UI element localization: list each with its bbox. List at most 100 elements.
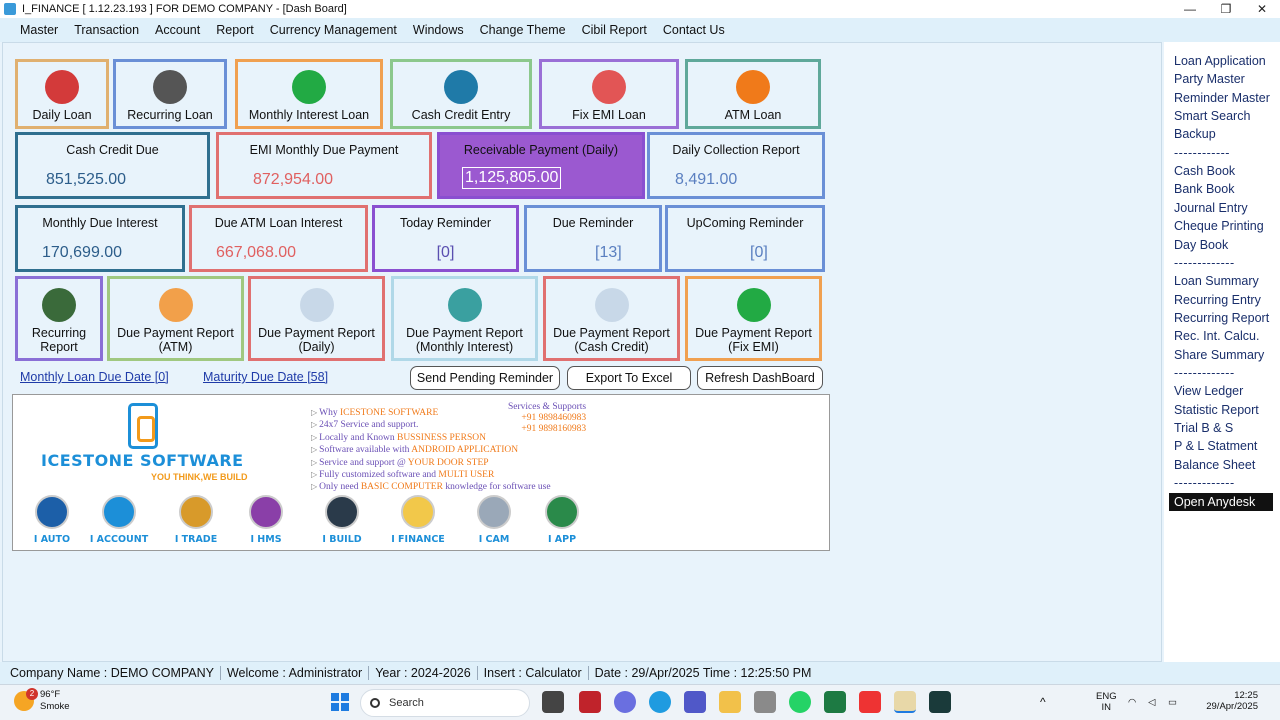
due-payment-report-atm-tile[interactable]: Due Payment Report (ATM) <box>107 276 244 361</box>
terminal-app-icon[interactable] <box>929 691 951 713</box>
wifi-icon[interactable]: ◠ <box>1128 697 1137 708</box>
daily-loan-tile[interactable]: Daily Loan <box>15 59 109 129</box>
due-payment-report-monthly-interest-tile[interactable]: Due Payment Report (Monthly Interest) <box>391 276 538 361</box>
money-hand-icon <box>45 70 79 104</box>
due-payment-report-fix-emi-tile[interactable]: Due Payment Report (Fix EMI) <box>685 276 822 361</box>
minimize-button[interactable]: — <box>1184 2 1196 16</box>
product-item[interactable]: I ACCOUNT <box>84 495 154 545</box>
fix-emi-loan-tile[interactable]: Fix EMI Loan <box>539 59 679 129</box>
teams-icon[interactable] <box>684 691 706 713</box>
due-payment-report-cash-credit-tile[interactable]: Due Payment Report (Cash Credit) <box>543 276 680 361</box>
sidebar-link[interactable]: Party Master <box>1174 72 1245 87</box>
maximize-button[interactable]: ❐ <box>1220 2 1232 16</box>
feature-text: Fully customized software and <box>319 470 439 481</box>
weather-widget[interactable]: 2 96°F Smoke <box>14 688 70 713</box>
menu-report[interactable]: Report <box>216 23 254 37</box>
monthly-loan-due-date-link[interactable]: Monthly Loan Due Date [0] <box>20 370 169 384</box>
sidebar-link[interactable]: Trial B & S <box>1174 421 1234 435</box>
calculator-app-icon[interactable] <box>754 691 776 713</box>
atm-loan-tile[interactable]: ATM Loan <box>685 59 821 129</box>
recurring-report-tile[interactable]: Recurring Report <box>15 276 103 361</box>
sidebar-link[interactable]: Statistic Report <box>1174 402 1259 417</box>
product-item[interactable]: I FINANCE <box>383 495 453 545</box>
task-view-icon[interactable] <box>542 691 564 713</box>
sidebar-link[interactable]: View Ledger <box>1174 384 1244 399</box>
battery-icon[interactable]: ▭ <box>1168 697 1177 708</box>
monthly-due-interest-card[interactable]: Monthly Due Interest 170,699.00 <box>15 205 185 272</box>
monthly-interest-loan-tile[interactable]: Monthly Interest Loan <box>235 59 383 129</box>
export-to-excel-button[interactable]: Export To Excel <box>567 366 691 390</box>
refresh-dashboard-button[interactable]: Refresh DashBoard <box>697 366 823 390</box>
recurring-loan-tile[interactable]: Recurring Loan <box>113 59 227 129</box>
maturity-due-date-link[interactable]: Maturity Due Date [58] <box>203 370 329 384</box>
close-button[interactable]: ✕ <box>1256 2 1268 16</box>
cash-credit-entry-tile[interactable]: Cash Credit Entry <box>390 59 532 129</box>
product-item[interactable]: I APP <box>527 495 597 545</box>
sidebar-link[interactable]: Share Summary <box>1174 347 1265 362</box>
menu-account[interactable]: Account <box>155 23 201 37</box>
stat-title: Daily Collection Report <box>672 143 800 157</box>
menu-windows[interactable]: Windows <box>412 23 464 37</box>
sidebar-link[interactable]: Backup <box>1174 127 1216 142</box>
excel-icon[interactable] <box>824 691 846 713</box>
language-indicator[interactable]: ENG IN <box>1096 691 1117 713</box>
sidebar-link[interactable]: Rec. Int. Calcu. <box>1174 329 1260 344</box>
taskbar-search[interactable]: Search <box>360 689 530 717</box>
app-icon <box>4 3 16 15</box>
whatsapp-icon[interactable] <box>789 691 811 713</box>
sidebar-link[interactable]: Loan Summary <box>1174 274 1259 289</box>
product-item[interactable]: I AUTO <box>17 495 87 545</box>
copilot-icon[interactable] <box>614 691 636 713</box>
sidebar-link[interactable]: Cash Book <box>1174 164 1236 179</box>
finance-app-icon[interactable] <box>894 691 916 713</box>
due-atm-loan-interest-card[interactable]: Due ATM Loan Interest 667,068.00 <box>189 205 368 272</box>
icestone-banner: ICESTONE SOFTWARE YOU THINK,WE BUILD Why… <box>12 394 830 551</box>
tile-label: Due Payment Report (Daily) <box>258 326 375 354</box>
cash-credit-due-card[interactable]: Cash Credit Due 851,525.00 <box>15 132 210 199</box>
windows-start-icon[interactable] <box>331 693 349 711</box>
send-pending-reminder-button[interactable]: Send Pending Reminder <box>410 366 560 390</box>
product-item[interactable]: I BUILD <box>307 495 377 545</box>
file-explorer-icon[interactable] <box>719 691 741 713</box>
user-add-icon <box>736 70 770 104</box>
menu-transaction[interactable]: Transaction <box>74 23 140 37</box>
product-item[interactable]: I TRADE <box>161 495 231 545</box>
upcoming-reminder-card[interactable]: UpComing Reminder [0] <box>665 205 825 272</box>
clock[interactable]: 12:25 29/Apr/2025 <box>1202 690 1258 712</box>
due-reminder-card[interactable]: Due Reminder [13] <box>524 205 662 272</box>
receivable-payment-card[interactable]: Receivable Payment (Daily) 1,125,805.00 <box>437 132 645 199</box>
sidebar-link[interactable]: Cheque Printing <box>1174 219 1264 234</box>
tray-chevron-icon[interactable]: ^ <box>1040 695 1046 709</box>
menu-change-theme[interactable]: Change Theme <box>479 23 566 37</box>
sidebar-link[interactable]: Recurring Report <box>1174 310 1270 325</box>
product-item[interactable]: I HMS <box>231 495 301 545</box>
volume-icon[interactable]: ◁ <box>1148 697 1156 708</box>
feature-highlight: MULTI USER <box>438 470 495 481</box>
emi-monthly-due-card[interactable]: EMI Monthly Due Payment 872,954.00 <box>216 132 432 199</box>
open-anydesk-button[interactable]: Open Anydesk <box>1169 493 1273 511</box>
sidebar-link[interactable]: Smart Search <box>1174 109 1251 124</box>
windows-taskbar: 2 96°F Smoke Search ^ ENG IN ◠ ◁ ▭ 12:25… <box>0 684 1280 720</box>
today-reminder-card[interactable]: Today Reminder [0] <box>372 205 519 272</box>
stat-title: Due ATM Loan Interest <box>214 216 343 230</box>
sidebar-link[interactable]: Day Book <box>1174 237 1229 252</box>
status-bar: Company Name : DEMO COMPANY Welcome : Ad… <box>0 662 1280 684</box>
daily-collection-report-card[interactable]: Daily Collection Report 8,491.00 <box>647 132 825 199</box>
app-red-icon[interactable] <box>579 691 601 713</box>
edge-icon[interactable] <box>649 691 671 713</box>
sidebar-link[interactable]: Bank Book <box>1174 182 1235 197</box>
sidebar-link[interactable]: Journal Entry <box>1174 200 1248 215</box>
anydesk-app-icon[interactable] <box>859 691 881 713</box>
menu-master[interactable]: Master <box>20 23 59 37</box>
sidebar-link[interactable]: Reminder Master <box>1174 90 1270 105</box>
due-payment-report-daily-tile[interactable]: Due Payment Report (Daily) <box>248 276 385 361</box>
menu-contact-us[interactable]: Contact Us <box>662 23 725 37</box>
tile-label: Fix EMI Loan <box>572 108 646 122</box>
sidebar-link[interactable]: Loan Application <box>1174 54 1266 68</box>
sidebar-link[interactable]: P & L Statment <box>1174 439 1258 454</box>
menu-currency-management[interactable]: Currency Management <box>269 23 397 37</box>
product-item[interactable]: I CAM <box>459 495 529 545</box>
menu-cibil-report[interactable]: Cibil Report <box>581 23 647 37</box>
sidebar-link[interactable]: Recurring Entry <box>1174 292 1261 307</box>
sidebar-link[interactable]: Balance Sheet <box>1174 457 1256 472</box>
